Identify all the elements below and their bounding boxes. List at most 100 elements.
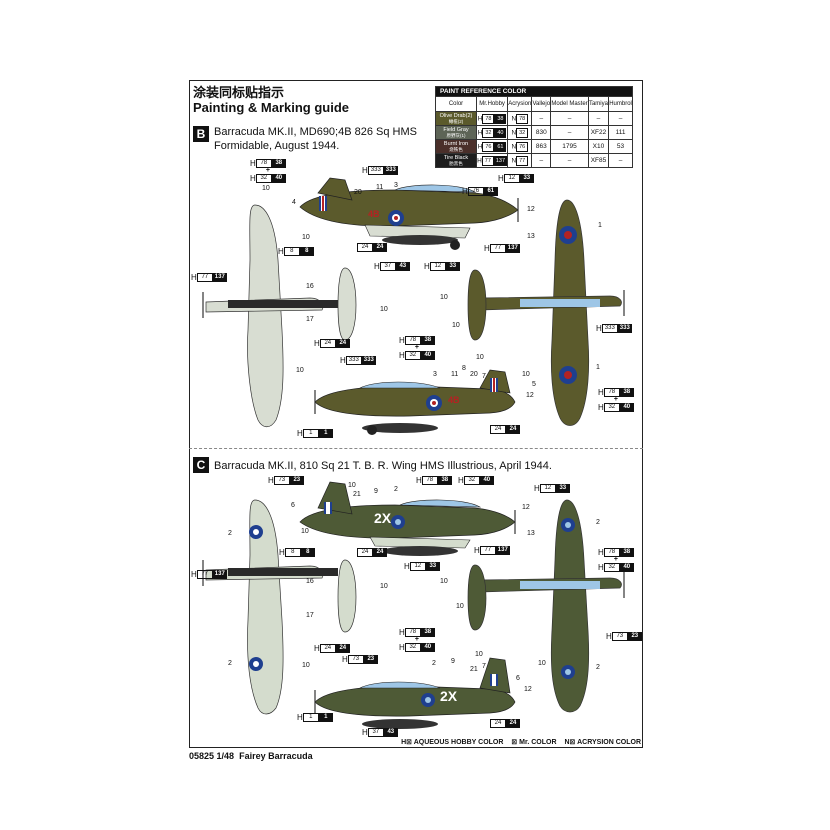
- part-number: 10: [380, 583, 388, 590]
- fuselage-code-c-upper: 2X: [374, 510, 392, 526]
- section-divider: [189, 448, 643, 449]
- b-top-view: [202, 204, 357, 428]
- part-number: 16: [306, 578, 314, 585]
- part-number: 10: [522, 371, 530, 378]
- part-number: 7: [482, 373, 486, 380]
- section-badge-b: B: [193, 126, 209, 142]
- part-number: 9: [374, 488, 378, 495]
- part-number: 21: [353, 491, 361, 498]
- part-number: 2: [596, 664, 600, 671]
- part-number: 2: [596, 519, 600, 526]
- c-top-view: [202, 499, 357, 715]
- kit-code: 05825: [189, 751, 215, 761]
- c-side-view-upper: [299, 481, 516, 556]
- footer: 05825 1/48 Fairey Barracuda: [189, 751, 313, 761]
- b-side-view-upper: [299, 177, 519, 250]
- part-number: 10: [301, 528, 309, 535]
- col-header: Tamiya: [587, 96, 610, 112]
- part-number: 17: [306, 316, 314, 323]
- page-title-cn: 涂装同标贴指示: [193, 85, 285, 100]
- paint-reference-table: PAINT REFERENCE COLOR Color Mr.Hobby Acr…: [435, 86, 633, 168]
- part-number: 10: [440, 294, 448, 301]
- part-number: 2: [432, 660, 436, 667]
- part-number: 9: [451, 658, 455, 665]
- part-number: 2: [228, 660, 232, 667]
- part-number: 10: [380, 306, 388, 313]
- part-number: 2: [228, 530, 232, 537]
- part-number: 10: [538, 660, 546, 667]
- part-number: 17: [306, 612, 314, 619]
- color-legend: H⊠ AQUEOUS HOBBY COLOR ⊠ Mr. COLOR N⊠ AC…: [0, 738, 641, 746]
- humbrol-code: –: [608, 153, 633, 168]
- kit-name: Fairey Barracuda: [239, 751, 313, 761]
- part-number: 2: [394, 486, 398, 493]
- color-swatch: Olive Drab(2)橄榄(2): [435, 111, 477, 126]
- part-number: 11: [376, 184, 384, 191]
- c-side-view-lower: [314, 657, 516, 729]
- part-number: 10: [262, 185, 270, 192]
- part-number: 8: [462, 365, 466, 372]
- part-number: 7: [482, 663, 486, 670]
- part-number: 5: [532, 381, 536, 388]
- part-number: 10: [348, 482, 356, 489]
- c-bottom-view: [467, 499, 625, 713]
- humbrol-code: 111: [608, 125, 633, 140]
- part-number: 1: [596, 364, 600, 371]
- legend-acrysion: N⊠ ACRYSION COLOR: [564, 739, 641, 746]
- part-number: 3: [433, 371, 437, 378]
- part-number: 12: [524, 686, 532, 693]
- part-number: 10: [296, 367, 304, 374]
- fuselage-code-b-upper: 4B: [368, 209, 380, 219]
- part-number: 11: [451, 371, 459, 378]
- part-number: 10: [302, 662, 310, 669]
- part-number: 10: [302, 234, 310, 241]
- legend-mr: ⊠ Mr. COLOR: [511, 739, 557, 746]
- part-number: 13: [527, 233, 535, 240]
- section-badge-c: C: [193, 457, 209, 473]
- part-number: 16: [306, 283, 314, 290]
- fuselage-code-b-lower: 4B: [448, 395, 460, 405]
- part-number: 12: [522, 504, 530, 511]
- kit-scale: 1/48: [216, 751, 235, 761]
- part-number: 10: [440, 578, 448, 585]
- legend-hobby: H⊠ AQUEOUS HOBBY COLOR: [401, 739, 504, 746]
- page-title: Painting & Marking guide: [193, 100, 350, 115]
- part-number: 13: [527, 530, 535, 537]
- part-number: 10: [475, 651, 483, 658]
